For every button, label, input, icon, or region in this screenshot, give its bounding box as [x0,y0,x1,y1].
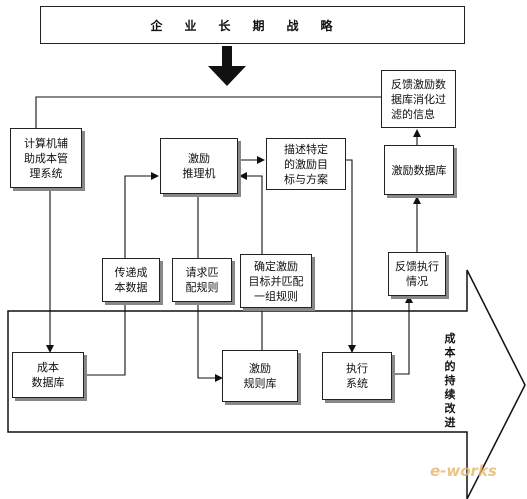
arrow-exec-to-feedback [392,295,413,375]
strategy-down-arrow [208,46,246,86]
node-cost-db: 成本 数据库 [12,352,84,398]
node-rule-db-label: 激励 规则库 [243,362,277,390]
node-feedback-exec-label: 反馈执行 情况 [395,260,439,288]
banner-title: 企业长期战略 [150,18,355,33]
arrow-engine-to-ruledb [197,196,223,382]
node-determine-target: 确定激励 目标并匹配 一组规则 [240,254,312,308]
node-feedback-filtered: 反馈激励数 据库消化过 滤的信息 [381,70,456,128]
node-rule-db: 激励 规则库 [222,350,298,402]
node-incentive-db-label: 激励数据库 [391,163,447,177]
continuous-improvement-label: 成本的持续改进 [444,332,456,429]
node-cost-system-label: 计算机辅 助成本管 理系统 [24,136,68,180]
node-request-match-label: 请求匹 配规则 [185,266,219,294]
node-feedback-exec: 反馈执行 情况 [388,252,446,296]
arrow-describe-to-exec [346,159,356,353]
node-determine-target-label: 确定激励 目标并匹配 一组规则 [248,259,304,303]
node-inference-engine: 激励 推理机 [160,138,238,194]
node-feedback-filtered-label: 反馈激励数 据库消化过 滤的信息 [391,77,446,121]
node-describe-target-label: 描述特定 的激励目 标与方案 [284,142,328,186]
node-inference-engine-label: 激励 推理机 [182,152,216,180]
node-describe-target: 描述特定 的激励目 标与方案 [266,138,346,190]
node-transfer-cost: 传递成 本数据 [102,258,160,302]
watermark-logo: e-works [430,462,497,480]
node-incentive-db: 激励数据库 [384,145,454,195]
enterprise-strategy-banner: 企业长期战略 [40,6,465,44]
improvement-arrow [7,269,526,499]
node-execution-label: 执行 系统 [346,362,368,390]
node-request-match: 请求匹 配规则 [172,258,232,302]
node-cost-db-label: 成本 数据库 [31,361,65,389]
node-transfer-cost-label: 传递成 本数据 [114,266,148,294]
node-cost-system: 计算机辅 助成本管 理系统 [10,128,82,188]
node-execution: 执行 系统 [322,352,392,400]
strategy-distribution-line [35,96,416,133]
